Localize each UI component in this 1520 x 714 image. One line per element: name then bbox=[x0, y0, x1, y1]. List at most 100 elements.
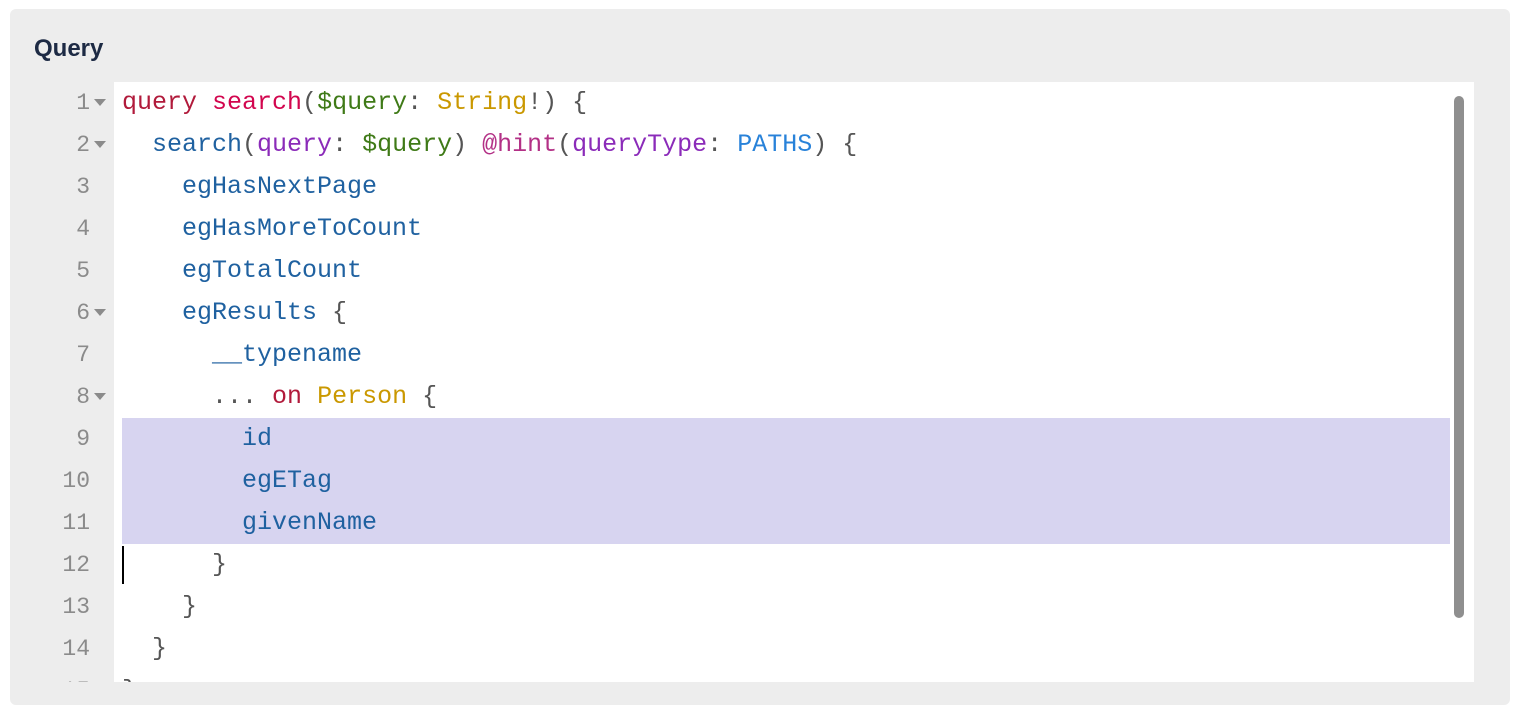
line-number: 15 bbox=[34, 670, 90, 682]
code-token bbox=[122, 466, 242, 495]
code-line[interactable]: 1 query search($query: String!) { bbox=[34, 82, 1474, 124]
code-token: search bbox=[212, 88, 303, 117]
code-text[interactable]: query search($query: String!) { bbox=[122, 82, 1466, 124]
code-token: search bbox=[152, 130, 243, 159]
code-token bbox=[122, 340, 212, 369]
code-token: query bbox=[257, 130, 333, 159]
code-text[interactable]: id bbox=[122, 418, 1466, 460]
code-token: ) bbox=[452, 130, 483, 159]
code-line[interactable]: 3 egHasNextPage bbox=[34, 166, 1474, 208]
code-text[interactable]: givenName bbox=[122, 502, 1466, 544]
code-text[interactable]: } bbox=[122, 544, 1466, 586]
code-line[interactable]: 7 __typename bbox=[34, 334, 1474, 376]
code-token: @hint bbox=[482, 130, 558, 159]
code-text[interactable]: egResults { bbox=[122, 292, 1466, 334]
code-text[interactable]: } bbox=[122, 670, 1466, 682]
code-token: ( bbox=[557, 130, 573, 159]
code-token: egHasNextPage bbox=[182, 172, 378, 201]
code-token: ... bbox=[122, 382, 273, 411]
code-line[interactable]: 9 id bbox=[34, 418, 1474, 460]
code-token: ( bbox=[242, 130, 258, 159]
code-text[interactable]: ... on Person { bbox=[122, 376, 1466, 418]
code-token: { bbox=[317, 298, 348, 327]
code-token bbox=[302, 382, 317, 411]
code-text[interactable]: egETag bbox=[122, 460, 1466, 502]
code-token bbox=[122, 424, 242, 453]
line-number: 11 bbox=[62, 510, 90, 536]
line-number: 6 bbox=[76, 300, 90, 326]
code-token bbox=[122, 256, 182, 285]
code-line[interactable]: 12 } bbox=[34, 544, 1474, 586]
code-text[interactable]: __typename bbox=[122, 334, 1466, 376]
code-token: Person bbox=[317, 382, 408, 411]
chevron-down-icon[interactable] bbox=[94, 141, 106, 148]
code-text[interactable]: egHasNextPage bbox=[122, 166, 1466, 208]
code-line[interactable]: 8 ... on Person { bbox=[34, 376, 1474, 418]
code-token bbox=[122, 214, 182, 243]
code-line[interactable]: 6 egResults { bbox=[34, 292, 1474, 334]
text-cursor bbox=[122, 546, 124, 584]
vertical-scrollbar[interactable] bbox=[1450, 82, 1470, 682]
code-token: } bbox=[122, 550, 228, 579]
code-line[interactable]: 5 egTotalCount bbox=[34, 250, 1474, 292]
code-token: queryType bbox=[572, 130, 708, 159]
code-token: { bbox=[407, 382, 438, 411]
code-token: ) { bbox=[812, 130, 858, 159]
code-line[interactable]: 2 search(query: $query) @hint(queryType:… bbox=[34, 124, 1474, 166]
code-token: } bbox=[122, 676, 137, 682]
code-text[interactable]: egHasMoreToCount bbox=[122, 208, 1466, 250]
code-line[interactable]: 4 egHasMoreToCount bbox=[34, 208, 1474, 250]
code-token bbox=[122, 298, 182, 327]
scrollbar-thumb[interactable] bbox=[1454, 96, 1464, 618]
line-number: 7 bbox=[76, 342, 90, 368]
code-token: egETag bbox=[242, 466, 333, 495]
code-token: egTotalCount bbox=[182, 256, 363, 285]
code-token: } bbox=[122, 592, 198, 621]
code-line[interactable]: 13 } bbox=[34, 586, 1474, 628]
line-number: 14 bbox=[62, 636, 90, 662]
chevron-down-icon[interactable] bbox=[94, 309, 106, 316]
code-token: givenName bbox=[242, 508, 378, 537]
code-text[interactable]: } bbox=[122, 586, 1466, 628]
code-line[interactable]: 15} bbox=[34, 670, 1474, 682]
query-panel: Query 1 query search($query: String!) {2 … bbox=[10, 9, 1510, 705]
code-token: query bbox=[122, 88, 198, 117]
line-number: 5 bbox=[76, 258, 90, 284]
code-token: PATHS bbox=[737, 130, 813, 159]
code-token: : bbox=[707, 130, 738, 159]
code-token bbox=[122, 508, 242, 537]
code-text[interactable]: egTotalCount bbox=[122, 250, 1466, 292]
code-token: : bbox=[332, 130, 363, 159]
code-token: on bbox=[272, 382, 303, 411]
code-text[interactable]: } bbox=[122, 628, 1466, 670]
line-number: 12 bbox=[62, 552, 90, 578]
panel-title: Query bbox=[34, 35, 104, 62]
code-line[interactable]: 14 } bbox=[34, 628, 1474, 670]
code-token: String bbox=[437, 88, 528, 117]
line-number: 10 bbox=[62, 468, 90, 494]
code-token: } bbox=[122, 634, 168, 663]
code-line[interactable]: 11 givenName bbox=[34, 502, 1474, 544]
code-token: id bbox=[242, 424, 273, 453]
line-number: 9 bbox=[76, 426, 90, 452]
line-number: 1 bbox=[76, 90, 90, 116]
line-number: 8 bbox=[76, 384, 90, 410]
chevron-down-icon[interactable] bbox=[94, 99, 106, 106]
code-token bbox=[122, 172, 182, 201]
code-token bbox=[197, 88, 212, 117]
line-number: 2 bbox=[76, 132, 90, 158]
code-line[interactable]: 10 egETag bbox=[34, 460, 1474, 502]
code-text[interactable]: search(query: $query) @hint(queryType: P… bbox=[122, 124, 1466, 166]
line-number-gutter bbox=[34, 82, 114, 682]
code-token: $query bbox=[317, 88, 408, 117]
code-token: : bbox=[407, 88, 438, 117]
code-token: $query bbox=[362, 130, 453, 159]
code-token: egHasMoreToCount bbox=[182, 214, 423, 243]
code-token: egResults bbox=[182, 298, 318, 327]
chevron-down-icon[interactable] bbox=[94, 393, 106, 400]
code-token bbox=[122, 130, 152, 159]
code-token: ( bbox=[302, 88, 318, 117]
line-number: 4 bbox=[76, 216, 90, 242]
